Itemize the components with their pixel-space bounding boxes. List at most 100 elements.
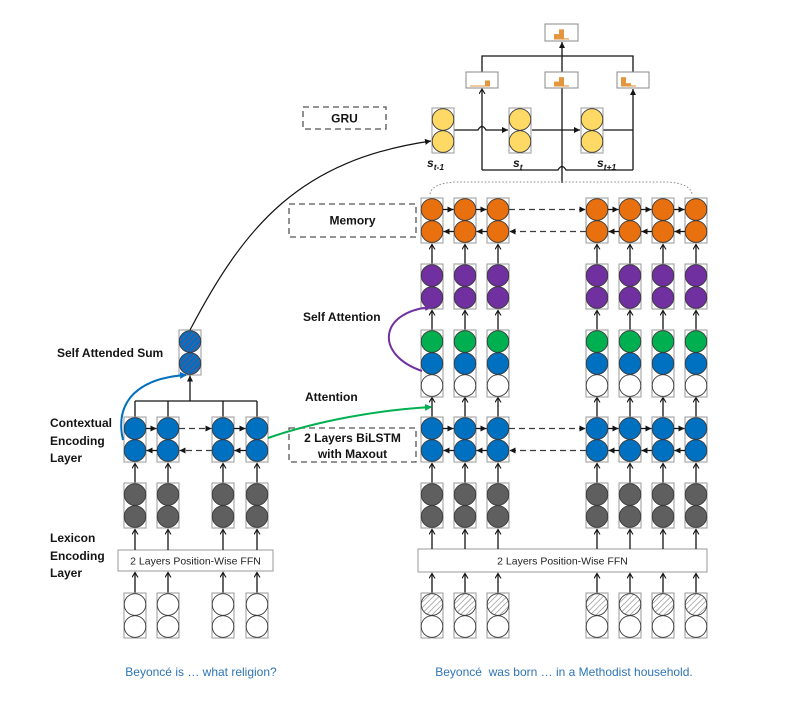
gru-wiring (429, 42, 693, 195)
unit-circle (211, 483, 235, 506)
unit-circle (580, 108, 604, 131)
unit-circle (618, 198, 642, 221)
unit-circle (123, 593, 147, 616)
unit-circle (618, 352, 642, 375)
passage-input-token (684, 592, 708, 639)
attention-label: Attention (305, 390, 358, 404)
memory-cell (585, 197, 609, 244)
step-distribution-t (544, 71, 579, 89)
state-subscript: t-1 (434, 162, 445, 172)
question-input-token (156, 592, 180, 639)
passage-bilstm-cell (585, 416, 609, 463)
memory-cell (618, 197, 642, 244)
unit-circle (453, 505, 477, 528)
ffn-question-block: 2 Layers Position-Wise FFN (117, 549, 274, 572)
passage-lexicon-cell (585, 482, 609, 529)
unit-circle (585, 483, 609, 506)
unit-circle (453, 330, 477, 353)
self-attention-connector (387, 304, 432, 372)
unit-circle (453, 615, 477, 638)
memory-brace (429, 181, 693, 195)
unit-circle (618, 615, 642, 638)
unit-circle (585, 417, 609, 440)
histogram-bar (626, 83, 631, 87)
unit-circle (585, 220, 609, 243)
state-symbol: s (597, 156, 604, 170)
histogram-bar (621, 77, 626, 87)
unit-circle (420, 352, 444, 375)
unit-circle (618, 593, 642, 616)
histogram-bar (554, 81, 559, 87)
unit-circle (453, 417, 477, 440)
unit-circle (431, 108, 455, 131)
memory-label: Memory (329, 214, 375, 228)
unit-circle (211, 417, 235, 440)
lexicon-label-line1: Lexicon (50, 531, 95, 545)
unit-circle (245, 615, 269, 638)
unit-circle (618, 439, 642, 462)
question-lexicon-cell (123, 482, 147, 529)
bilstm-label-box: 2 Layers BiLSTM with Maxout (288, 427, 417, 463)
unit-circle (684, 264, 708, 287)
bilstm-label-line2: with Maxout (317, 447, 387, 461)
unit-circle (684, 505, 708, 528)
lexicon-encoding-layer-label: Lexicon Encoding Layer (50, 531, 105, 580)
unit-circle (684, 439, 708, 462)
step-distribution-t-plus-1 (616, 71, 650, 89)
state-subscript: t+1 (604, 162, 617, 172)
unit-circle (486, 417, 510, 440)
unit-circle (420, 374, 444, 397)
histogram-bar (564, 85, 569, 87)
unit-circle (486, 374, 510, 397)
final-answer-distribution (544, 23, 579, 42)
unit-circle (651, 286, 675, 309)
unit-circle (651, 264, 675, 287)
passage-bilstm-cell (453, 416, 477, 463)
question-input-token (245, 592, 269, 639)
memory-dashed-frame (288, 203, 417, 238)
unit-circle (420, 220, 444, 243)
histogram-bar (475, 85, 480, 87)
state-symbol: s (427, 156, 434, 170)
passage-caption: Beyoncé was born … in a Methodist househ… (435, 665, 692, 679)
self-attended-sum-connector (120, 371, 187, 441)
unit-circle (585, 286, 609, 309)
unit-circle (618, 505, 642, 528)
unit-circle (486, 483, 510, 506)
unit-circle (420, 264, 444, 287)
unit-circle (585, 615, 609, 638)
ffn-passage-block: 2 Layers Position-Wise FFN (417, 548, 708, 573)
contextual-label-line3: Layer (50, 451, 82, 465)
unit-circle (178, 352, 202, 375)
histogram-bar (559, 29, 564, 40)
unit-circle (420, 505, 444, 528)
state-symbol: s (513, 156, 520, 170)
unit-circle (211, 439, 235, 462)
question-contextual-cell (123, 416, 147, 463)
passage-input-token (453, 592, 477, 639)
unit-circle (618, 374, 642, 397)
memory-cell (453, 197, 477, 244)
contextual-encoding-layer-label: Contextual Encoding Layer (50, 416, 112, 465)
question-contextual-cell (245, 416, 269, 463)
passage-input-token (585, 592, 609, 639)
unit-circle (486, 505, 510, 528)
passage-lexicon-cell (651, 482, 675, 529)
self-attention-cell (585, 263, 609, 310)
question-lexicon-cell (211, 482, 235, 529)
gru-state-cell-2 (580, 107, 604, 154)
step-average-bar (481, 55, 634, 72)
generated-network (123, 23, 708, 639)
self-attention-label: Self Attention (303, 310, 381, 324)
question-lexicon-cell (156, 482, 180, 529)
unit-circle (453, 483, 477, 506)
memory-cell (684, 197, 708, 244)
unit-circle (420, 286, 444, 309)
attention-cell (618, 329, 642, 398)
ffn-passage-label: 2 Layers Position-Wise FFN (497, 556, 628, 568)
self-attention-cell (420, 263, 444, 310)
passage-lexicon-cell (453, 482, 477, 529)
unit-circle (453, 220, 477, 243)
unit-circle (156, 483, 180, 506)
unit-circle (486, 220, 510, 243)
